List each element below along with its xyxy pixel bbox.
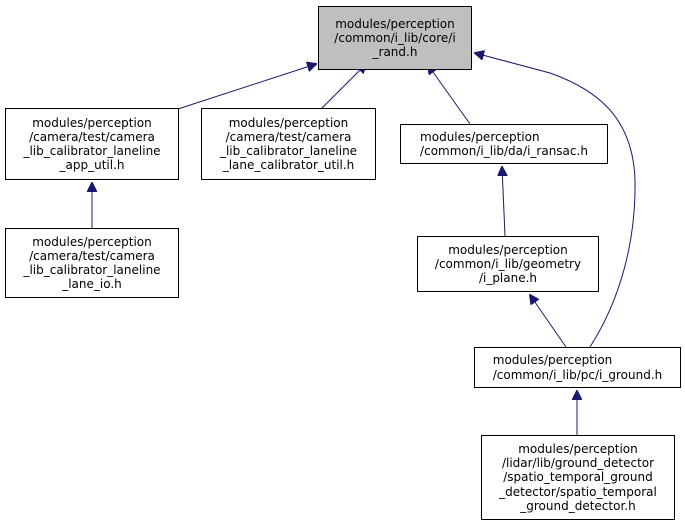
- node-spatio-temporal-ground-detector[interactable]: modules/perception /lidar/lib/ground_det…: [481, 435, 675, 520]
- node-i-ground[interactable]: modules/perception /common/i_lib/pc/i_gr…: [474, 347, 681, 388]
- node-label: modules/perception /common/i_lib/da/i_ra…: [420, 129, 588, 158]
- node-lane-calibrator-util[interactable]: modules/perception /camera/test/camera _…: [201, 108, 376, 180]
- node-label: modules/perception /lidar/lib/ground_det…: [499, 441, 657, 513]
- edge-app_util-to-rand: [177, 64, 316, 110]
- edge-ground-to-rand: [475, 53, 636, 348]
- edge-lane_calibrator_util-to-rand: [321, 64, 366, 109]
- node-label: modules/perception /common/i_lib/core/i …: [334, 16, 456, 60]
- edge-plane-to-ransac: [502, 167, 505, 237]
- node-i-plane[interactable]: modules/perception /common/i_lib/geometr…: [417, 236, 599, 292]
- node-label: modules/perception /camera/test/camera _…: [23, 115, 161, 173]
- node-i-rand: modules/perception /common/i_lib/core/i …: [318, 6, 472, 70]
- node-i-ransac[interactable]: modules/perception /common/i_lib/da/i_ra…: [400, 124, 608, 164]
- node-label: modules/perception /common/i_lib/pc/i_gr…: [492, 353, 663, 382]
- node-app-util[interactable]: modules/perception /camera/test/camera _…: [5, 108, 179, 180]
- edge-ransac-to-rand: [428, 65, 471, 125]
- node-label: modules/perception /common/i_lib/geometr…: [434, 242, 582, 286]
- node-label: modules/perception /camera/test/camera _…: [219, 115, 358, 173]
- node-lane-io[interactable]: modules/perception /camera/test/camera _…: [5, 228, 179, 298]
- edge-ground-to-plane: [530, 295, 567, 348]
- node-label: modules/perception /camera/test/camera _…: [23, 234, 161, 292]
